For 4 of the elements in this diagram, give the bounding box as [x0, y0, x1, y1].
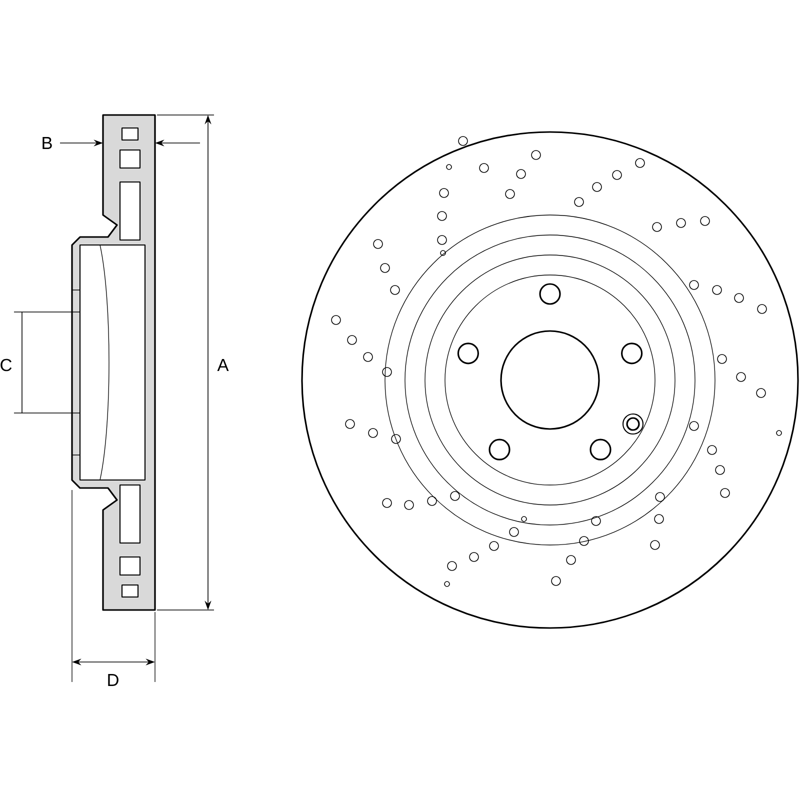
dimension-label: D: [108, 674, 118, 686]
dimension-label: A: [217, 359, 229, 371]
dimension-label: C: [0, 358, 12, 372]
dimension-label: B: [42, 137, 52, 149]
